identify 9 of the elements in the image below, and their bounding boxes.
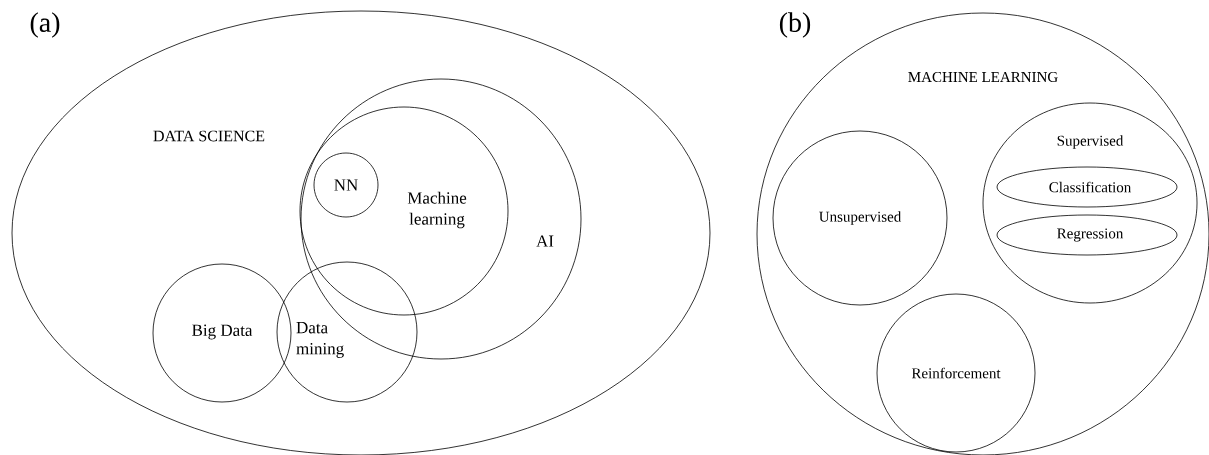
panel-label: (b) [779,12,811,38]
ellipse-region: Regression [996,214,1178,256]
circle-region: Unsupervised [772,130,948,306]
circle-region: Data mining [276,261,418,403]
circle-region: Reinforcement [876,293,1036,453]
circle-region: NN [313,152,379,218]
circle-region: Big Data [152,263,292,403]
panel-label: (a) [30,12,60,38]
ellipse-region: Classification [996,166,1178,208]
